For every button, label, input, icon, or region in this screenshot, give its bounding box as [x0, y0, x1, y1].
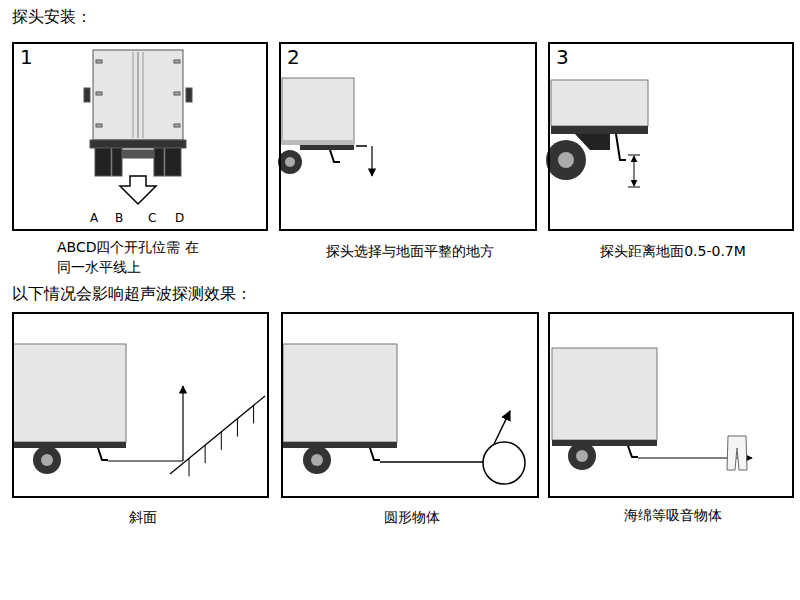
panel-caption: 探头距离地面0.5-0.7M: [550, 241, 796, 261]
panel-caption: ABCD四个开孔位需 在同一水平线上: [57, 237, 207, 277]
truck-side: [13, 344, 265, 476]
panel: 海绵等吸音物体: [548, 312, 794, 498]
panel-number: 1: [20, 45, 33, 69]
truck-side: [546, 80, 648, 187]
panel-number: 3: [556, 45, 569, 69]
panel-caption: 斜面: [14, 507, 271, 527]
truck-side: [278, 78, 372, 176]
panel-caption: 圆形物体: [283, 507, 541, 527]
truck-side: [283, 344, 525, 484]
hole-letter: B: [115, 209, 123, 227]
hole-letter: A: [90, 209, 98, 227]
panel-caption: 海绵等吸音物体: [550, 505, 796, 525]
panel-number: 2: [287, 45, 300, 69]
hole-letter: D: [175, 209, 184, 227]
truck-rear: [84, 50, 192, 176]
title: 探头安装：: [12, 8, 92, 26]
hole-letter: C: [148, 209, 156, 227]
panel: 圆形物体: [281, 312, 539, 498]
panel: 3探头距离地面0.5-0.7M: [548, 42, 794, 231]
panel-caption: 探头选择与地面平整的地方: [281, 241, 539, 261]
down-arrow: [120, 176, 156, 204]
truck-side: [552, 348, 752, 470]
panel: 2探头选择与地面平整的地方: [279, 42, 537, 231]
section-heading: 以下情况会影响超声波探测效果：: [12, 285, 252, 303]
panel: 1ABCD四个开孔位需 在同一水平线上: [12, 42, 268, 231]
panel: 斜面: [12, 312, 269, 498]
